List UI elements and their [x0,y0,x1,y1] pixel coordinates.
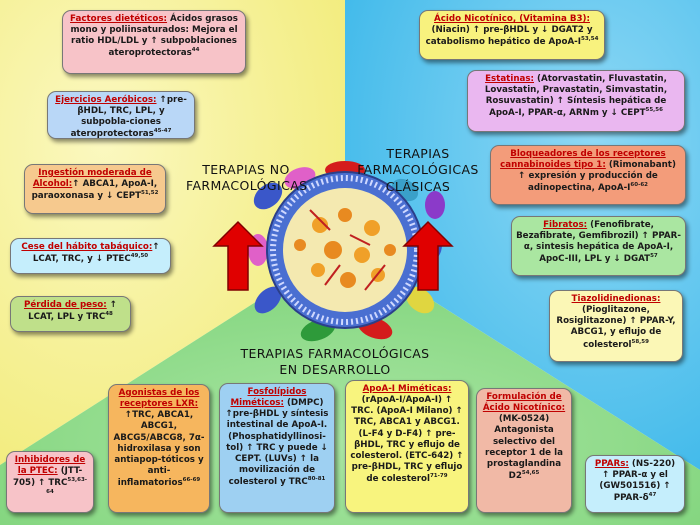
box-title: PPARs: [594,459,629,469]
box-title: Bloqueadores de los receptores cannabino… [500,149,666,171]
box-ref: 44 [191,47,200,54]
box-apoa-mimeticas: ApoA-I Miméticas: (rApoA-I/ApoA-I) ↑ TRC… [345,380,469,513]
box-title: Fosfolípidos Miméticos: [230,387,307,409]
box-ref: 71-79 [429,473,448,479]
box-ejercicios: Ejercicios Aeróbicos: ↑pre-βHDL, TRC, LP… [47,91,195,139]
heading-classic: TERAPIAS FARMACOLÓGICAS CLÁSICAS [357,146,479,194]
box-inhibidores-ptec: Inhibidores de la PTEC: (JTT-705) ↑ TRC5… [6,451,94,513]
box-ref: 45-47 [153,128,172,135]
box-title: Pérdida de peso: [23,300,107,310]
box-ppars: PPARs: (NS-220) ↑ PPAR-α y el (GW501516)… [585,455,685,513]
box-ref: 53,63-64 [46,477,88,496]
arrow-up-left [212,220,264,291]
core-lipids [294,208,396,291]
box-ref: 54,65 [521,469,540,476]
box-body: (MK-0524) Antagonista selectivo del rece… [485,414,563,481]
box-ref: 55,56 [645,107,663,114]
box-body: ↑ LCAT, TRC, y ↓ PTEC [32,242,160,265]
box-body: ↑TRC, ABCA1, ABCG1, ABCG5/ABCG8, 7α-hidr… [113,410,205,488]
box-estatinas: Estatinas: (Atorvastatin, Fluvastatin, L… [467,70,685,132]
box-body: ↑pre-βHDL, TRC, LPL, y subpobla-ciones a… [70,95,187,139]
box-ref: 49,50 [130,253,149,260]
box-ref: 58,59 [631,338,649,345]
box-bloqueadores: Bloqueadores de los receptores cannabino… [490,145,686,205]
box-title: Estatinas: [485,74,535,84]
box-ref: 60-62 [630,182,649,189]
box-formulacion-nicotinico: Formulación de Ácido Nicotínico: (MK-052… [476,388,572,513]
box-agonistas-lxr: Agonistas de los receptores LXR: ↑TRC, A… [108,384,210,513]
box-title: ApoA-I Miméticas: [362,384,452,394]
box-body: ↑ ABCA1, ApoA-I, paraoxonasa y ↓ CEPT [31,179,158,202]
box-factores-dieteticos: Factores dietéticos: Ácidos grasos mono … [62,10,246,74]
box-title: Ejercicios Aeróbicos: [55,95,157,105]
box-title: Ácido Nicotínico, (Vitamina B3): [434,14,590,24]
box-body: (Niacin) ↑ pre-βHDL y ↓ DGAT2 y cataboli… [425,25,593,48]
box-ref: 51,52 [141,190,159,197]
box-title: Inhibidores de la PTEC: [14,455,86,477]
box-body: (Atorvastatin, Fluvastatin, Lovastatin, … [484,74,668,119]
box-ref: 53,54 [581,36,599,43]
box-ref: 57 [650,253,658,260]
box-title: Fibratos: [543,220,588,230]
box-body: (Pioglitazone, Rosiglitazone) ↑ PPAR-Y, … [556,305,676,350]
arrow-up-right [402,220,454,291]
box-title: Cese del hábito tabáquico: [21,242,153,252]
box-ref: 66-69 [182,477,201,483]
box-body: Ácidos grasos mono y poliinsaturados: Me… [70,14,238,59]
box-fibratos: Fibratos: (Fenofibrate, Bezafibrate, Gem… [511,216,686,276]
box-title: Agonistas de los receptores LXR: [118,388,200,410]
box-body: (NS-220) ↑ PPAR-α y el (GW501516) ↑ PPAR… [599,459,676,504]
box-title: Tiazolidinedionas: [571,294,661,304]
box-title: Formulación de Ácido Nicotínico: [482,392,566,414]
box-perdida-peso: Pérdida de peso: ↑ LCAT, LPL y TRC48 [10,296,131,332]
heading-non-pharma: TERAPIAS NO FARMACOLÓGICAS [186,162,308,194]
box-ref: 47 [648,492,657,499]
box-body: ↑ LCAT, LPL y TRC [28,300,118,323]
box-ref: 80-81 [307,476,326,482]
heading-development: TERAPIAS FARMACOLÓGICAS EN DESARROLLO [240,346,430,378]
box-title: Factores dietéticos: [70,14,168,24]
box-body: (rApoA-I/ApoA-I) ↑ TRC. (ApoA-I Milano) … [350,395,464,484]
box-body: (DMPC) ↑pre-βHDL y síntesis intestinal d… [225,398,329,487]
box-tiazolidinedionas: Tiazolidinedionas: (Pioglitazone, Rosigl… [549,290,683,362]
hdl-phospholipid-layer [270,175,420,325]
box-acido-nicotinico: Ácido Nicotínico, (Vitamina B3): (Niacin… [419,10,605,60]
box-body: (JTT-705) ↑ TRC [12,466,83,489]
box-body: (Rimonabant) ↑ expresión y producción de… [518,160,676,194]
box-body: (Fenofibrate, Bezafibrate, Gemfibrozil) … [516,220,681,265]
box-title: Ingestión moderada de Alcohol: [32,168,152,190]
box-ref: 48 [105,311,113,318]
box-fosfolipidos: Fosfolípidos Miméticos: (DMPC) ↑pre-βHDL… [219,383,335,513]
box-tabaco: Cese del hábito tabáquico:↑ LCAT, TRC, y… [10,238,171,274]
box-alcohol: Ingestión moderada de Alcohol:↑ ABCA1, A… [24,164,166,214]
